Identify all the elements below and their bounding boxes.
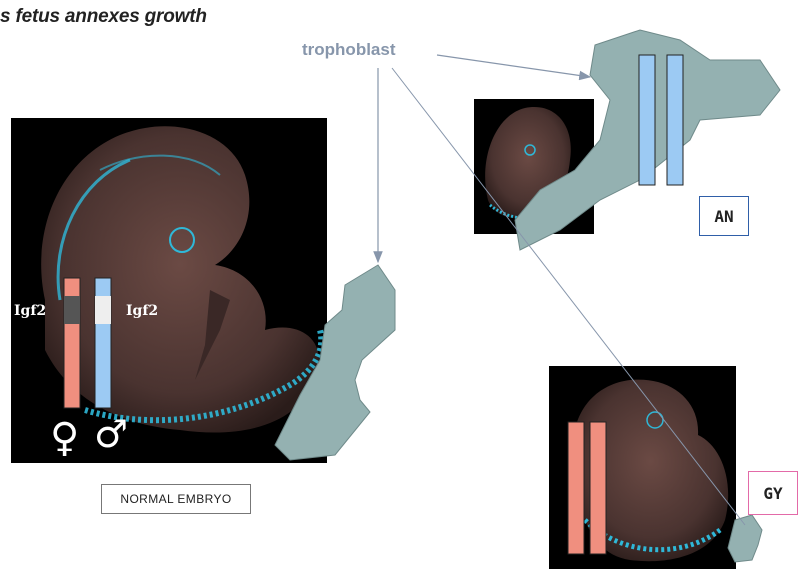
an-label: AN bbox=[699, 196, 749, 236]
paternal-chromosome-bar bbox=[95, 278, 111, 408]
placenta-gy bbox=[728, 515, 762, 562]
normal-embryo-image bbox=[41, 126, 321, 432]
normal-embryo-label: NORMAL EMBRYO bbox=[101, 484, 251, 514]
maternal-igf2-label: Igf2 bbox=[14, 303, 46, 319]
gy-label: GY bbox=[748, 471, 798, 515]
paternal-igf2-label: Igf2 bbox=[126, 303, 158, 319]
maternal-chromosome-bar bbox=[64, 278, 80, 408]
female-symbol-icon: ♀ bbox=[50, 418, 79, 458]
arrow-to-an-placenta bbox=[437, 55, 590, 77]
male-symbol-icon: ♂ bbox=[94, 415, 128, 453]
